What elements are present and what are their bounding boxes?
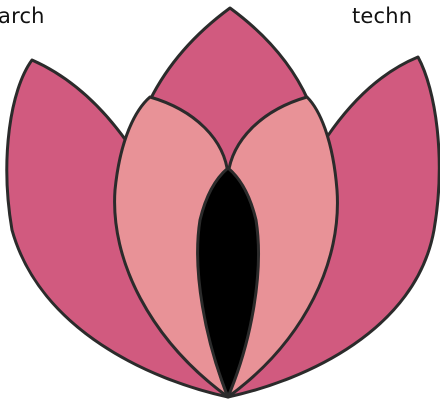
label-left: arch xyxy=(0,4,45,28)
label-right: techn xyxy=(352,4,412,28)
